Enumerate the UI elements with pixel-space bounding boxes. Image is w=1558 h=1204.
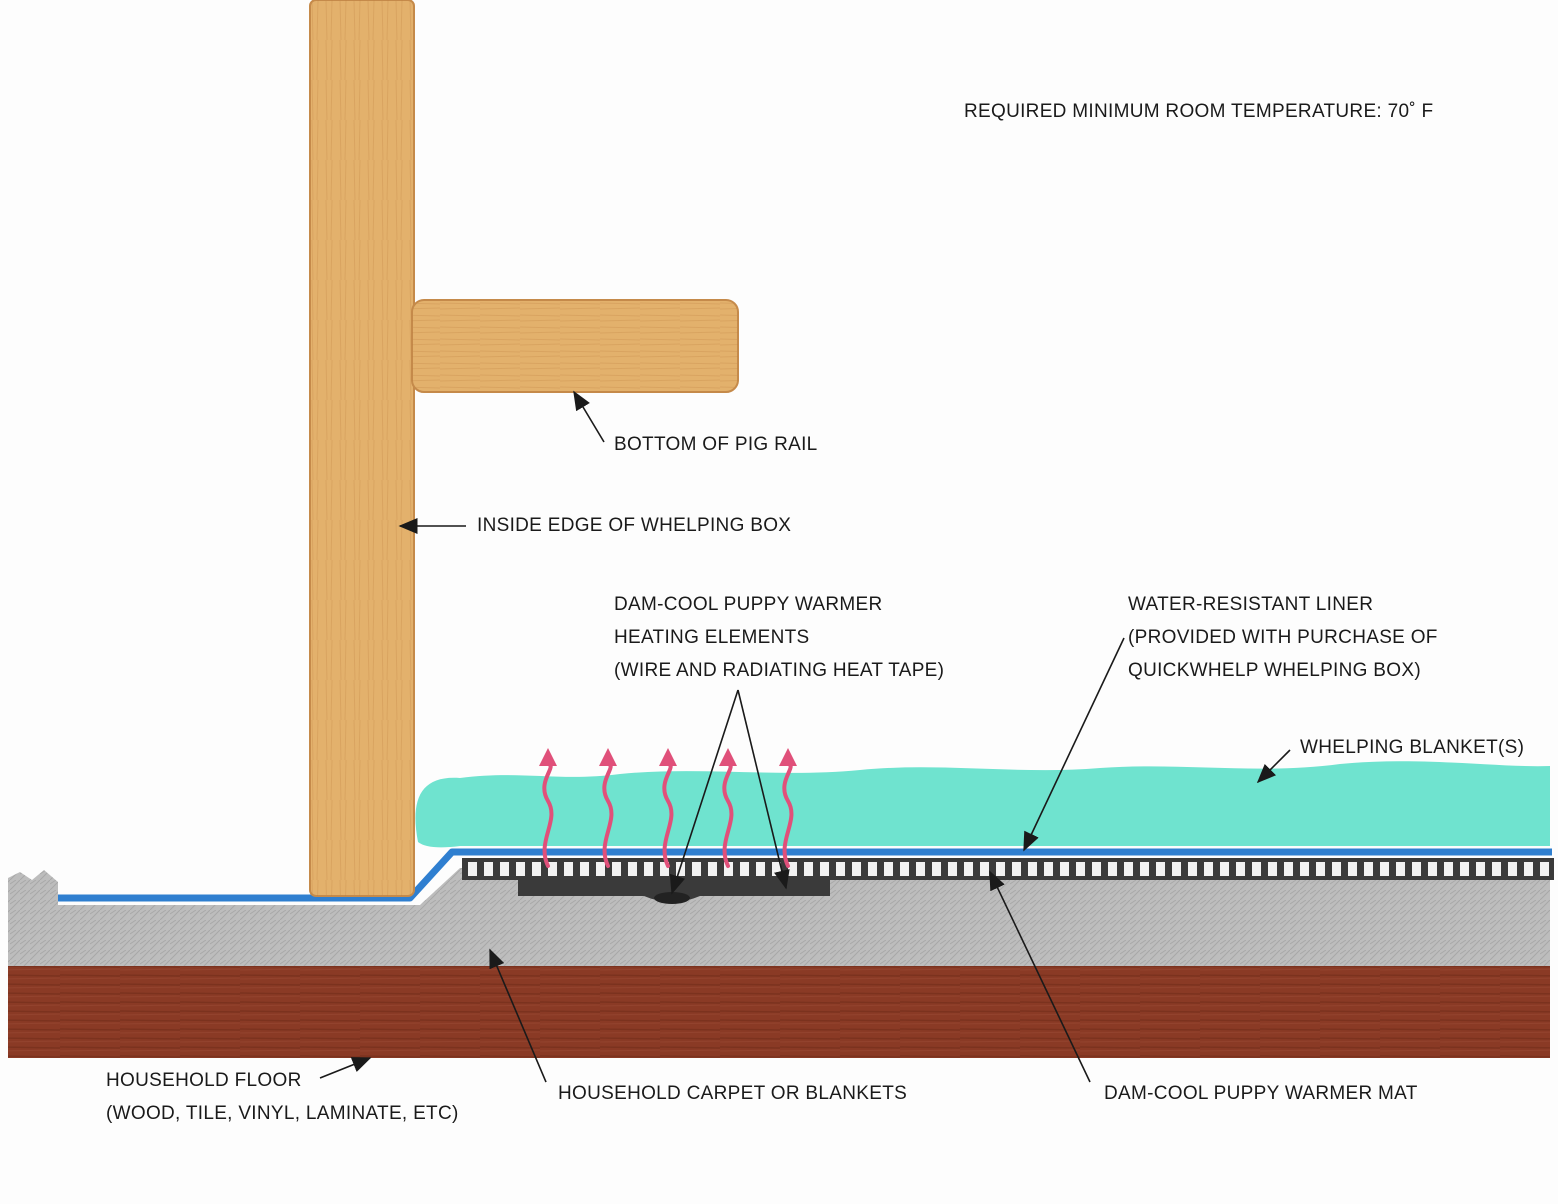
household-carpet-texture bbox=[8, 868, 1550, 966]
label-liner: WATER-RESISTANT LINER (PROVIDED WITH PUR… bbox=[1128, 588, 1438, 687]
heat-arrow-head bbox=[539, 748, 557, 766]
label-liner-line1: WATER-RESISTANT LINER bbox=[1128, 594, 1374, 615]
leader-liner bbox=[1023, 637, 1125, 852]
heat-arrows bbox=[539, 748, 797, 868]
household-floor-texture bbox=[8, 962, 1550, 1058]
heat-arrow-shaft bbox=[602, 762, 614, 868]
heat-arrow-shaft bbox=[782, 762, 794, 868]
pig-rail-grain bbox=[412, 300, 738, 392]
heat-arrow-head bbox=[599, 748, 617, 766]
label-whelping-blanket: WHELPING BLANKET(S) bbox=[1300, 737, 1525, 758]
leader-heating-1 bbox=[669, 689, 739, 895]
label-liner-line3: QUICKWHELP WHELPING BOX) bbox=[1128, 660, 1421, 681]
heat-arrow-shaft bbox=[662, 762, 674, 868]
whelping-blanket bbox=[415, 761, 1550, 848]
label-household-carpet: HOUSEHOLD CARPET OR BLANKETS bbox=[558, 1083, 908, 1104]
leader-heating-2 bbox=[737, 689, 790, 890]
label-heating-elements: DAM-COOL PUPPY WARMER HEATING ELEMENTS (… bbox=[614, 588, 944, 687]
leader-lines bbox=[319, 390, 1291, 1083]
heat-arrow-shaft bbox=[542, 762, 554, 868]
label-heating-line3: (WIRE AND RADIATING HEAT TAPE) bbox=[614, 660, 945, 681]
label-box-edge: INSIDE EDGE OF WHELPING BOX bbox=[477, 515, 792, 536]
heat-arrow-head bbox=[719, 748, 737, 766]
leader-blanket bbox=[1256, 749, 1291, 784]
label-pig-rail: BOTTOM OF PIG RAIL bbox=[614, 434, 818, 455]
warmer-mat-base bbox=[462, 858, 1554, 880]
label-heating-line1: DAM-COOL PUPPY WARMER bbox=[614, 594, 883, 615]
water-resistant-liner bbox=[58, 848, 1552, 902]
room-temperature-note: REQUIRED MINIMUM ROOM TEMPERATURE: 70˚ F bbox=[964, 101, 1434, 122]
leader-carpet bbox=[489, 948, 547, 1083]
whelping-box-post-grain bbox=[310, 0, 414, 896]
heat-arrow-head bbox=[659, 748, 677, 766]
label-floor-line2: (WOOD, TILE, VINYL, LAMINATE, ETC) bbox=[106, 1103, 459, 1124]
heating-element-wire bbox=[654, 892, 690, 904]
leader-pig-rail bbox=[573, 390, 605, 443]
leader-floor bbox=[319, 1057, 372, 1079]
heat-arrow-shaft bbox=[722, 762, 734, 868]
label-floor-line1: HOUSEHOLD FLOOR bbox=[106, 1070, 302, 1091]
label-household-floor: HOUSEHOLD FLOOR (WOOD, TILE, VINYL, LAMI… bbox=[106, 1064, 459, 1130]
leader-mat bbox=[989, 870, 1091, 1083]
label-warmer-mat: DAM-COOL PUPPY WARMER MAT bbox=[1104, 1083, 1418, 1104]
label-heating-line2: HEATING ELEMENTS bbox=[614, 627, 810, 648]
heat-arrow-head bbox=[779, 748, 797, 766]
label-liner-line2: (PROVIDED WITH PURCHASE OF bbox=[1128, 627, 1438, 648]
